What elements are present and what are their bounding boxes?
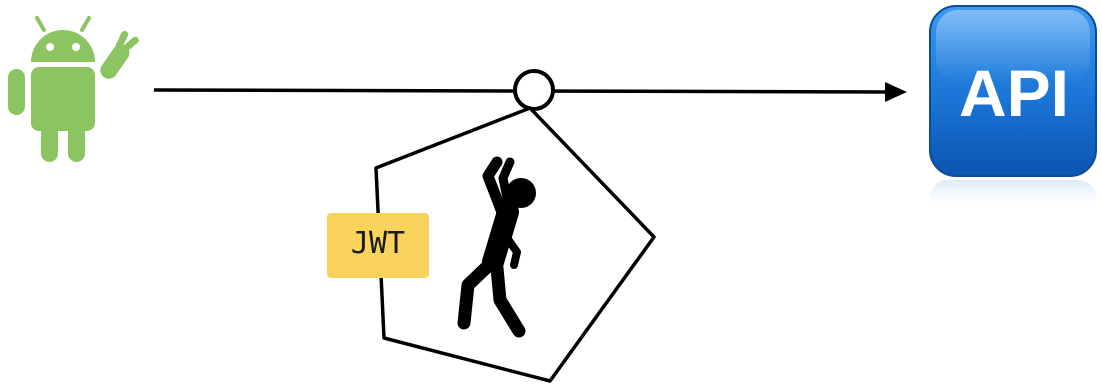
jwt-label: JWT — [351, 226, 405, 261]
api-icon: API — [930, 6, 1096, 214]
api-label: API — [959, 56, 1069, 130]
pulley-ring — [515, 71, 553, 109]
jwt-token-card: JWT — [327, 213, 429, 278]
android-robot-icon — [8, 18, 140, 162]
